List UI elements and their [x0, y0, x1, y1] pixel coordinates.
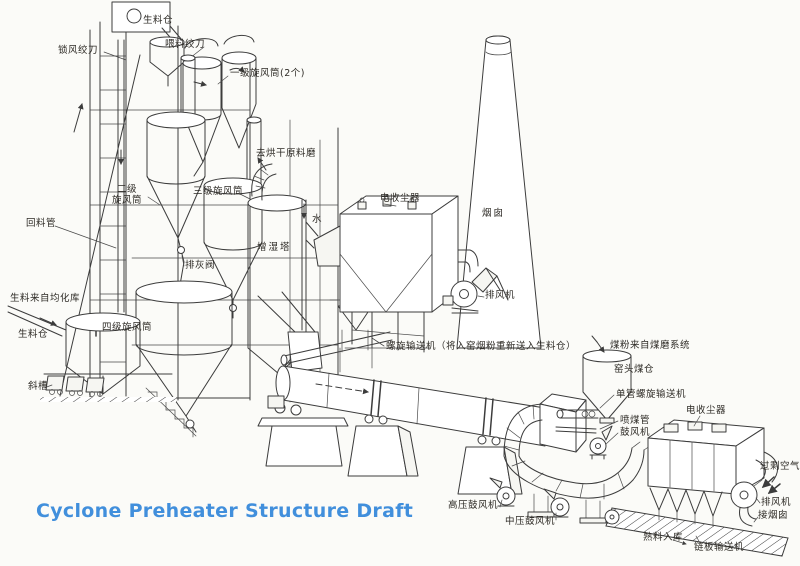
- label-screw-conveyor-note: 螺旋输送机（将入窑烟粉重新送入生料仓）: [386, 341, 577, 352]
- coal-firing-system: [555, 335, 632, 460]
- esp-right: [647, 415, 765, 527]
- label-stage1-cyclone: 一级旋风筒(2个): [230, 68, 305, 79]
- grate-cooler-duct: [503, 403, 651, 524]
- stage2-cyclone: [146, 54, 206, 286]
- label-kiln-head-coal-bin: 窑头煤仓: [614, 364, 655, 375]
- cooling-blowers: [489, 477, 570, 521]
- label-chain-conveyor: 链板输送机: [694, 542, 745, 553]
- exhaust-fan-left: [442, 249, 509, 314]
- label-ash-valve: 排灰阀: [185, 260, 216, 271]
- label-chute: 斜槽: [28, 381, 49, 392]
- excess-air-fan: [730, 451, 781, 527]
- label-stage4-cyclone: 四级旋风筒: [102, 322, 153, 333]
- label-exhaust-fan-right: 排风机: [761, 497, 792, 508]
- label-return-pipe: 回料管: [26, 218, 57, 229]
- label-feed-screw: 喂料绞刀: [165, 39, 206, 50]
- label-water: 水: [312, 214, 323, 225]
- chimney: [456, 35, 542, 349]
- raw-meal-silo-left: [7, 39, 385, 402]
- label-single-tube-screw: 单管螺旋输送机: [616, 389, 687, 400]
- humidifying-tower: [247, 157, 341, 379]
- stage3-cyclone: [181, 116, 263, 319]
- label-mid-pressure-blower: 中压鼓风机: [505, 516, 556, 527]
- label-exhaust-fan-left: 排风机: [485, 290, 516, 301]
- label-chimney: 烟囱: [482, 208, 506, 219]
- label-blower: 鼓风机: [620, 427, 651, 438]
- label-raw-meal-from-homo: 生料来自均化库: [10, 293, 81, 304]
- label-esp-left: 电收尘器: [380, 193, 421, 204]
- stage4-cyclone: [91, 280, 233, 433]
- esp-left: [339, 194, 459, 353]
- label-clinker-to-storage: 熟料入库: [643, 532, 684, 543]
- label-coal-from-mill: 煤粉来自煤磨系统: [610, 340, 691, 351]
- label-to-chimney: 接烟囱: [758, 510, 789, 521]
- label-stage3-cyclone: 三级旋风筒: [193, 186, 244, 197]
- label-humidifying-tower: 增湿塔: [257, 242, 292, 253]
- kiln-head-hood: [539, 393, 587, 453]
- diagram-title: Cyclone Preheater Structure Draft: [36, 500, 414, 522]
- label-coal-pipe: 喷煤管: [620, 415, 651, 426]
- kiln-inlet-chamber: [257, 291, 323, 373]
- label-excess-air: 过剩空气: [760, 461, 800, 472]
- label-raw-meal-bin-top: 生料仓: [143, 15, 174, 26]
- label-lock-air-screw: 锁风绞刀: [58, 45, 99, 56]
- label-high-pressure-blower: 高压鼓风机: [448, 500, 499, 511]
- label-to-drying-mill: 去烘干原料磨: [256, 148, 317, 159]
- raw-meal-top-bin: [149, 36, 205, 87]
- label-esp-right: 电收尘器: [686, 405, 727, 416]
- chain-conveyor: [604, 507, 789, 557]
- label-raw-meal-silo: 生料仓: [18, 329, 49, 340]
- label-stage2-cyclone: 二级 旋风筒: [112, 184, 143, 206]
- rotary-kiln: [257, 365, 546, 495]
